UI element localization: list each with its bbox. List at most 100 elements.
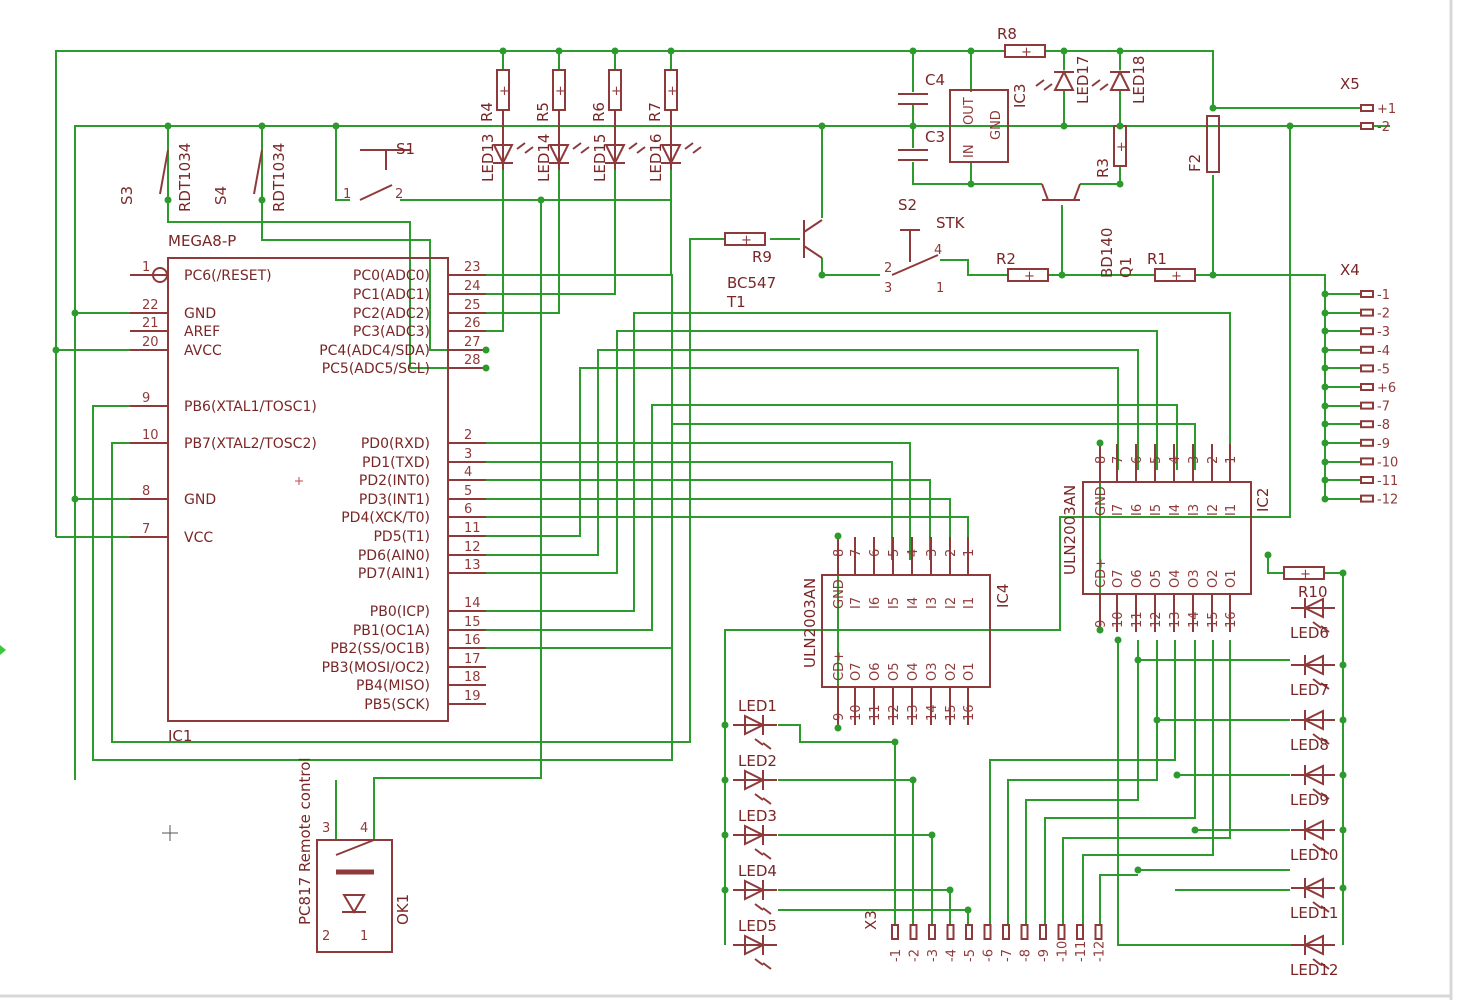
- uln-a-bot-pin-num: 11: [868, 704, 883, 721]
- mcu-left-pin-name: PB7(XTAL2/TOSC2): [184, 436, 317, 452]
- regulator-in: IN: [962, 144, 977, 158]
- junction-dot: [1321, 383, 1329, 391]
- led-right-label: LED11: [1290, 904, 1338, 922]
- resistor-r10-label: R10: [1298, 583, 1328, 601]
- led-left-label: LED5: [738, 917, 777, 935]
- uln-b-top-pin-num: 3: [1187, 456, 1202, 464]
- led-right-6: [1291, 597, 1335, 619]
- regulator-gnd: GND: [989, 110, 1004, 140]
- mcu-right-pin-name: PB2(SS/OC1B): [330, 641, 430, 657]
- t1-part: BC547: [727, 274, 776, 292]
- resistor-r8: [1004, 44, 1046, 58]
- mcu-right-pin-num: 2: [464, 428, 472, 443]
- mcu-right-pin-num: 24: [464, 279, 481, 294]
- uln-b-in-label: I3: [1187, 504, 1202, 516]
- switch-s4-part: RDT1034: [270, 143, 288, 212]
- uln-b-out-label: CD+: [1094, 558, 1109, 588]
- switch-s1-shape: [359, 149, 410, 201]
- switch-s3-label: S3: [118, 186, 136, 205]
- x4-pin-label: -11: [1377, 474, 1398, 489]
- mcu-left-pin-num: 10: [142, 428, 159, 443]
- uln-b-top-pin-num: 6: [1130, 456, 1145, 464]
- x4-pin: [1360, 383, 1374, 391]
- mcu-right-pin-num: 5: [464, 484, 472, 499]
- x4-pin: [1360, 457, 1374, 466]
- resistor-r7-plus: +: [667, 84, 678, 99]
- mcu-right-pin-name: PC1(ADC1): [353, 287, 430, 303]
- mcu-right-pin-name: PB5(SCK): [364, 697, 430, 713]
- junction-dot: [967, 180, 975, 188]
- junction-dot: [1321, 290, 1329, 298]
- junction-dot: [1096, 439, 1104, 447]
- x4-pin: [1360, 476, 1374, 484]
- mcu-right-pin-num: 4: [464, 465, 472, 480]
- uln-a-top-pin-num: 8: [832, 549, 847, 557]
- junction-dot: [1209, 271, 1217, 279]
- mcu-right-pin-name: PD0(RXD): [361, 436, 430, 452]
- uln-b-in-label: GND: [1094, 486, 1109, 516]
- junction-dot: [71, 309, 79, 317]
- led-right-label: LED12: [1290, 961, 1338, 979]
- mcu-right-pin-num: 28: [464, 353, 481, 368]
- uln-b-in-label: I6: [1130, 504, 1145, 516]
- junction-dot: [946, 886, 954, 894]
- junction-dot: [1321, 364, 1329, 372]
- junction-dot: [1321, 420, 1329, 428]
- uln-b-in-label: I1: [1224, 504, 1239, 516]
- junction-dot: [1321, 495, 1329, 503]
- x3-pin-label: -12: [1093, 941, 1108, 962]
- junction-dot: [1191, 826, 1199, 834]
- resistor-r2-label: R2: [996, 250, 1016, 268]
- junction-dot: [1321, 458, 1329, 466]
- mcu-right-pin-num: 14: [464, 596, 481, 611]
- junction-dot: [537, 196, 545, 204]
- led-right-7: [1291, 654, 1335, 676]
- x3-pin-label: -3: [926, 949, 941, 962]
- mcu-left-pin-num: 22: [142, 298, 159, 313]
- uln-a-ref: IC4: [994, 584, 1012, 608]
- x3-pin-label: -1: [889, 949, 904, 962]
- uln-a-bot-pin-num: 15: [944, 704, 959, 721]
- x4-pin: [1360, 494, 1374, 503]
- x4-pin-label: -8: [1377, 418, 1390, 433]
- q1-part: BD140: [1098, 228, 1116, 278]
- x3-pin: [1039, 924, 1047, 940]
- x3-pin: [1057, 924, 1066, 940]
- connectors: +1-2-1-2-3-4-5+6-7-8-9-10-11-12-1-2-3-4-…: [889, 102, 1398, 962]
- resistor-r8-plus: +: [1021, 45, 1032, 60]
- junction-dot: [1339, 716, 1347, 724]
- junction-dot: [909, 47, 917, 55]
- led-left-label: LED4: [738, 862, 777, 880]
- mcu-left-pin-num: 1: [142, 260, 150, 275]
- uln-a-in-label: I7: [849, 597, 864, 609]
- x5-pin: [1360, 122, 1374, 130]
- uln-b-out-label: O3: [1187, 569, 1202, 588]
- x3-pin: [1002, 924, 1010, 940]
- led-left-label: LED2: [738, 752, 777, 770]
- junction-dot: [818, 122, 826, 130]
- junction-dot: [1339, 771, 1347, 779]
- junction-dot: [721, 831, 729, 839]
- mcu-right-pin-name: PB4(MISO): [356, 678, 430, 694]
- junction-dot: [1209, 104, 1217, 112]
- uln-a-top-pin-num: 6: [868, 549, 883, 557]
- led-right-12: [1291, 934, 1335, 956]
- mcu-right-pin-name: PC5(ADC5/SCL): [322, 361, 430, 377]
- x3-pin: [928, 924, 936, 940]
- resistor-r5-plus: +: [555, 84, 566, 99]
- junction-dot: [909, 776, 917, 784]
- junction-dot: [332, 122, 340, 130]
- cap-c4-label: C4: [925, 71, 945, 89]
- x3-pin: [891, 924, 899, 940]
- uln-a-out-label: O5: [887, 662, 902, 681]
- junction-dot: [721, 776, 729, 784]
- uln-a-top-pin-num: 1: [962, 549, 977, 557]
- uln-a-in-label: I1: [962, 597, 977, 609]
- switch-s2-pin1: 1: [936, 281, 944, 296]
- junction-dot: [1134, 656, 1142, 664]
- optocoupler-part: PC817 Remote control: [296, 757, 314, 925]
- uln-b-top-pin-num: 1: [1224, 456, 1239, 464]
- switch-s3-part: RDT1034: [176, 143, 194, 212]
- resistors: +R1+R2+R3+R4+R5+R6+R7+R8+R9+R10: [478, 25, 1328, 601]
